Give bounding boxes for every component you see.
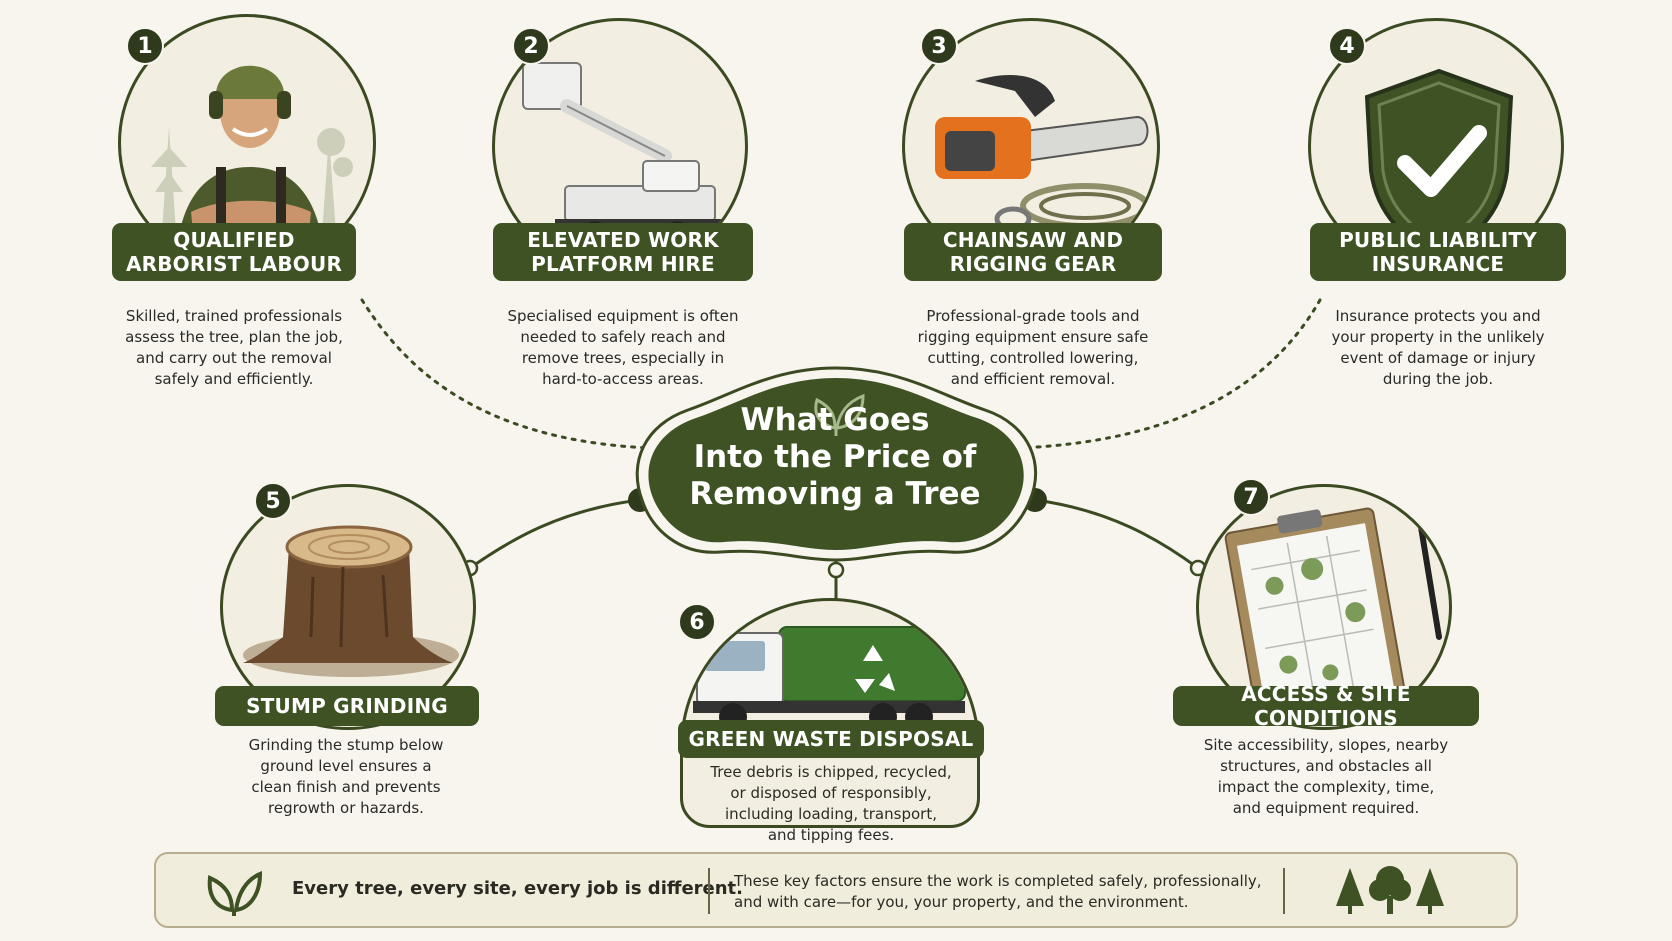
item-5-desc-line-3: clean finish and prevents <box>251 778 441 796</box>
item-7-desc-line-3: impact the complexity, time, <box>1217 778 1435 796</box>
item-7-desc-line-4: and equipment required. <box>1232 799 1420 817</box>
item-7-title-line-1: ACCESS & SITE CONDITIONS <box>1241 682 1411 730</box>
item-7-number: 7 <box>1232 478 1270 516</box>
footer-divider <box>1283 868 1285 914</box>
item-4-title: PUBLIC LIABILITY INSURANCE <box>1310 223 1566 281</box>
item-1-desc-line-2: assess the tree, plan the job, <box>125 328 343 346</box>
item-6-desc-line-2: or disposed of responsibly, <box>730 784 932 802</box>
item-1-desc-line-4: safely and efficiently. <box>154 370 314 388</box>
footer-desc-line-1: These key factors ensure the work is com… <box>734 872 1262 890</box>
item-5-title: STUMP GRINDING <box>215 686 479 726</box>
center-title-line-1: What Goes <box>740 402 930 438</box>
item-6-desc-line-3: including loading, transport, <box>725 805 937 823</box>
item-7-title: ACCESS & SITE CONDITIONS <box>1173 682 1479 730</box>
item-5-desc-line-4: regrowth or hazards. <box>268 799 424 817</box>
item-2-title: ELEVATED WORK PLATFORM HIRE <box>493 223 753 281</box>
item-5-desc-line-2: ground level ensures a <box>260 757 432 775</box>
item-3-description: Professional-grade tools and rigging equ… <box>898 306 1168 390</box>
item-3-desc-line-2: rigging equipment ensure safe <box>917 328 1149 346</box>
footer-description: These key factors ensure the work is com… <box>734 871 1262 913</box>
item-7-desc-line-2: structures, and obstacles all <box>1220 757 1432 775</box>
item-7-description: Site accessibility, slopes, nearby struc… <box>1186 735 1466 819</box>
item-2-desc-line-2: needed to safely reach and <box>520 328 726 346</box>
footer-desc-line-2: and with care—for you, your property, an… <box>734 893 1189 911</box>
item-6-description: Tree debris is chipped, recycled, or dis… <box>690 762 972 846</box>
item-5-title-line-1: STUMP GRINDING <box>246 694 448 718</box>
item-7-desc-line-1: Site accessibility, slopes, nearby <box>1203 736 1449 754</box>
item-3-desc-line-3: cutting, controlled lowering, <box>927 349 1139 367</box>
footer-banner: Every tree, every site, every job is dif… <box>154 852 1518 928</box>
item-4-desc-line-4: during the job. <box>1382 370 1494 388</box>
item-4-title-line-2: INSURANCE <box>1371 252 1505 276</box>
item-3-desc-line-4: and efficient removal. <box>950 370 1116 388</box>
item-1-title: QUALIFIED ARBORIST LABOUR <box>112 223 356 281</box>
footer-divider <box>708 868 710 914</box>
leaf-sprout-icon <box>207 870 262 916</box>
item-2-title-line-1: ELEVATED WORK <box>527 228 719 252</box>
item-4-description: Insurance protects you and your property… <box>1318 306 1558 390</box>
item-3-number: 3 <box>920 27 958 65</box>
item-1-number: 1 <box>126 27 164 65</box>
item-6-desc-line-4: and tipping fees. <box>767 826 895 844</box>
item-1-desc-line-1: Skilled, trained professionals <box>125 307 343 325</box>
item-4-desc-line-1: Insurance protects you and <box>1335 307 1541 325</box>
item-6-title: GREEN WASTE DISPOSAL <box>678 720 984 758</box>
footer-tagline: Every tree, every site, every job is dif… <box>292 878 743 899</box>
item-1-desc-line-3: and carry out the removal <box>136 349 332 367</box>
item-3-desc-line-1: Professional-grade tools and <box>926 307 1140 325</box>
item-2-number: 2 <box>512 27 550 65</box>
item-2-desc-line-3: remove trees, especially in <box>521 349 725 367</box>
item-3-title: CHAINSAW AND RIGGING GEAR <box>904 223 1162 281</box>
three-trees-icon <box>1336 866 1444 914</box>
item-2-desc-line-4: hard-to-access areas. <box>542 370 704 388</box>
item-1-title-line-1: QUALIFIED <box>173 228 295 252</box>
item-6-desc-line-1: Tree debris is chipped, recycled, <box>710 763 952 781</box>
item-2-desc-line-1: Specialised equipment is often <box>507 307 739 325</box>
item-2-title-line-2: PLATFORM HIRE <box>531 252 715 276</box>
item-3-title-line-1: CHAINSAW AND <box>942 228 1124 252</box>
item-5-desc-line-1: Grinding the stump below <box>248 736 444 754</box>
item-1-description: Skilled, trained professionals assess th… <box>114 306 354 390</box>
item-4-desc-line-2: your property in the unlikely <box>1331 328 1545 346</box>
item-1-title-line-2: ARBORIST LABOUR <box>125 252 343 276</box>
item-5-number: 5 <box>254 482 292 520</box>
center-title-line-3: Removing a Tree <box>689 476 981 512</box>
item-4-desc-line-3: event of damage or injury <box>1340 349 1536 367</box>
item-6-number: 6 <box>678 603 716 641</box>
leaf-sprout-icon <box>814 393 865 436</box>
item-4-title-line-1: PUBLIC LIABILITY <box>1339 228 1537 252</box>
item-3-title-line-2: RIGGING GEAR <box>949 252 1117 276</box>
item-2-description: Specialised equipment is often needed to… <box>492 306 754 390</box>
item-4-number: 4 <box>1328 27 1366 65</box>
center-title: What Goes Into the Price of Removing a T… <box>650 402 1020 513</box>
item-5-description: Grinding the stump below ground level en… <box>226 735 466 819</box>
item-6-title-line-1: GREEN WASTE DISPOSAL <box>688 727 974 751</box>
center-title-line-2: Into the Price of <box>693 439 977 475</box>
